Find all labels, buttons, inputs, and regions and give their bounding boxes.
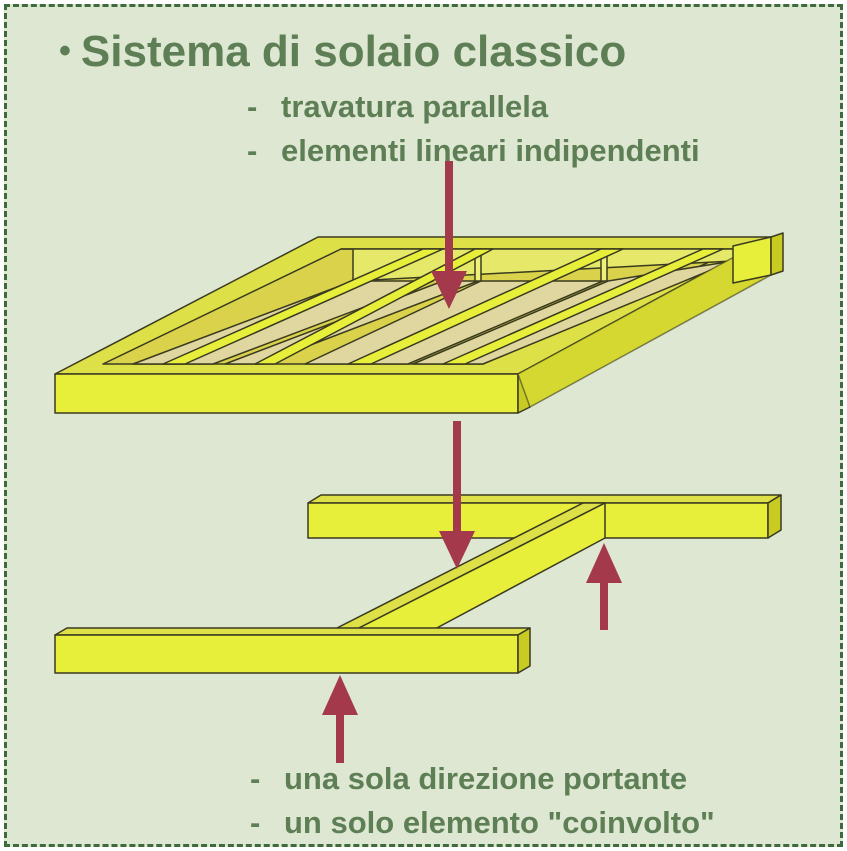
joist: [254, 248, 494, 365]
bullet-text: elementi lineari indipendenti: [281, 133, 700, 168]
arrow-up-icon: [322, 675, 358, 763]
title-text: Sistema di solaio classico: [80, 27, 627, 76]
arrow-down-icon: [439, 421, 475, 569]
bullet-text: una sola direzione portante: [284, 761, 688, 796]
joist: [347, 248, 624, 365]
front-lower-beam-top: [54, 627, 531, 636]
right-beam-end-cap: [770, 232, 784, 276]
joist: [442, 248, 724, 365]
bullet-text: un solo elemento "coinvolto": [284, 805, 715, 840]
bottom-bullet-item: -una sola direzione portante: [250, 757, 715, 801]
arrow-down-icon: [431, 161, 467, 309]
bullet-text: travatura parallela: [281, 89, 549, 124]
title-bullet: •: [59, 32, 71, 70]
bottom-bullet-item: -un solo elemento "coinvolto": [250, 801, 715, 844]
bullet-dash: -: [247, 89, 258, 124]
bullet-dash: -: [250, 761, 261, 796]
right-beam-end-face: [732, 236, 772, 284]
slide-title: •Sistema di solaio classico: [59, 27, 626, 77]
joist: [162, 248, 444, 365]
top-bullet-list: -travatura parallela -elementi lineari i…: [247, 85, 700, 173]
top-bullet-item: -travatura parallela: [247, 85, 700, 129]
slide-frame: •Sistema di solaio classico -travatura p…: [4, 4, 843, 847]
back-beam-top: [307, 494, 782, 504]
front-lower-beam-face: [54, 634, 519, 674]
floor-diagram: [54, 161, 784, 763]
top-bullet-item: -elementi lineari indipendenti: [247, 129, 700, 173]
bullet-dash: -: [250, 805, 261, 840]
arrow-up-icon: [586, 543, 622, 630]
bottom-bullet-list: -una sola direzione portante -un solo el…: [250, 757, 715, 844]
front-lower-beam-end: [517, 627, 531, 674]
front-beam-face: [54, 373, 519, 414]
back-beam-end: [767, 494, 782, 539]
bullet-dash: -: [247, 133, 258, 168]
